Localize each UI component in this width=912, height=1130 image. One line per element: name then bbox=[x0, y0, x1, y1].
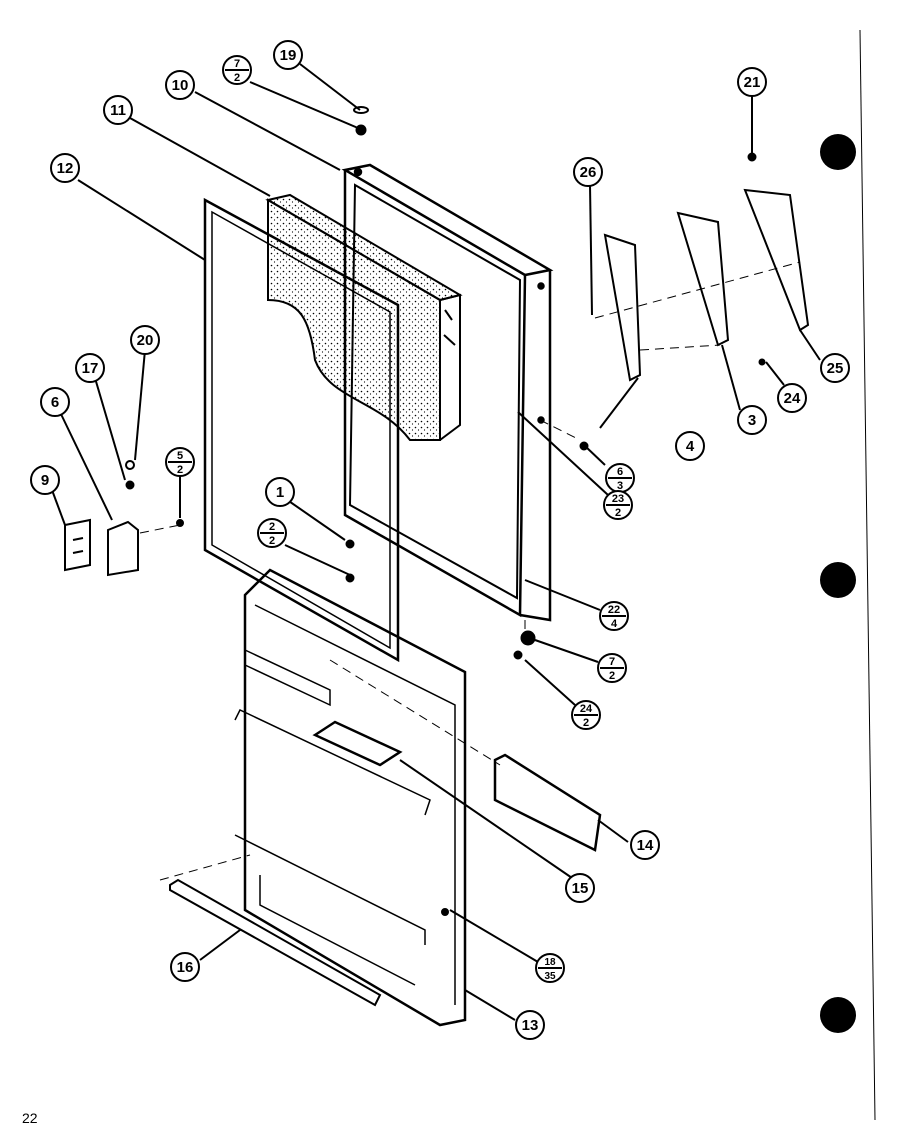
svg-text:26: 26 bbox=[580, 164, 597, 181]
svg-text:4: 4 bbox=[686, 438, 695, 455]
callout-5-2: 52 bbox=[165, 447, 195, 477]
foam-insulation-block bbox=[265, 193, 463, 441]
svg-text:17: 17 bbox=[82, 360, 99, 377]
svg-text:2: 2 bbox=[269, 535, 275, 547]
svg-text:7: 7 bbox=[609, 656, 615, 668]
svg-text:13: 13 bbox=[522, 1017, 539, 1034]
svg-text:2: 2 bbox=[609, 670, 615, 682]
door-gasket-frame bbox=[203, 197, 400, 663]
callout-26: 26 bbox=[573, 157, 603, 187]
callout-10: 10 bbox=[165, 70, 195, 100]
right-hinge-brackets bbox=[603, 188, 810, 382]
hinge-cover-and-bracket bbox=[64, 518, 139, 577]
svg-text:2: 2 bbox=[234, 72, 240, 84]
callout-group: 19 72 10 11 12 21 26 25 24 3 4 20 17 6 9… bbox=[30, 40, 850, 1040]
callout-3: 3 bbox=[737, 405, 767, 435]
svg-text:35: 35 bbox=[544, 971, 556, 982]
svg-text:6: 6 bbox=[617, 466, 623, 478]
callout-12: 12 bbox=[50, 153, 80, 183]
callout-7-2-top: 72 bbox=[222, 55, 252, 85]
registration-dot-middle bbox=[820, 562, 856, 598]
svg-text:24: 24 bbox=[580, 703, 593, 715]
callout-4: 4 bbox=[675, 431, 705, 461]
svg-text:2: 2 bbox=[269, 521, 275, 533]
callout-24: 24 bbox=[777, 383, 807, 413]
callout-1: 1 bbox=[265, 477, 295, 507]
callout-15: 15 bbox=[565, 873, 595, 903]
svg-text:12: 12 bbox=[57, 160, 74, 177]
callout-14: 14 bbox=[630, 830, 660, 860]
callout-9: 9 bbox=[30, 465, 60, 495]
svg-text:24: 24 bbox=[784, 390, 801, 407]
registration-dot-bottom bbox=[820, 997, 856, 1033]
callout-6-3: 63 bbox=[605, 463, 635, 493]
svg-text:20: 20 bbox=[137, 332, 154, 349]
bottom-trim-strip bbox=[169, 878, 382, 1007]
svg-text:14: 14 bbox=[637, 837, 654, 854]
callout-6: 6 bbox=[40, 387, 70, 417]
svg-text:6: 6 bbox=[51, 394, 59, 411]
door-shelf-bar bbox=[493, 753, 602, 852]
callout-11: 11 bbox=[103, 95, 133, 125]
callout-16: 16 bbox=[170, 952, 200, 982]
inner-door-liner bbox=[234, 568, 467, 1027]
svg-text:19: 19 bbox=[280, 47, 297, 64]
svg-text:25: 25 bbox=[827, 360, 844, 377]
svg-text:15: 15 bbox=[572, 880, 589, 897]
svg-text:5: 5 bbox=[177, 450, 183, 462]
callout-22-4: 224 bbox=[599, 601, 629, 631]
callout-19: 19 bbox=[273, 40, 303, 70]
callout-25: 25 bbox=[820, 353, 850, 383]
assembly-dashed-lines bbox=[139, 261, 801, 881]
svg-text:21: 21 bbox=[744, 74, 761, 91]
callout-23-2: 232 bbox=[603, 490, 633, 520]
svg-text:9: 9 bbox=[41, 472, 49, 489]
callout-20: 20 bbox=[130, 325, 160, 355]
svg-text:2: 2 bbox=[583, 717, 589, 729]
svg-text:2: 2 bbox=[615, 507, 621, 519]
svg-text:4: 4 bbox=[611, 618, 618, 630]
callout-21: 21 bbox=[737, 67, 767, 97]
svg-text:10: 10 bbox=[172, 77, 189, 94]
registration-dot-top bbox=[820, 134, 856, 170]
page-number: 22 bbox=[22, 1110, 38, 1126]
svg-text:7: 7 bbox=[234, 58, 240, 70]
svg-text:3: 3 bbox=[617, 480, 623, 492]
hardware-fasteners bbox=[125, 106, 766, 916]
svg-text:11: 11 bbox=[110, 102, 126, 119]
svg-text:22: 22 bbox=[608, 604, 620, 616]
callout-24-2: 242 bbox=[571, 700, 601, 730]
svg-text:18: 18 bbox=[544, 957, 556, 968]
callout-13: 13 bbox=[515, 1010, 545, 1040]
leader-lines bbox=[51, 63, 821, 1021]
svg-text:2: 2 bbox=[177, 464, 183, 476]
svg-text:16: 16 bbox=[177, 959, 194, 976]
callout-17: 17 bbox=[75, 353, 105, 383]
svg-text:1: 1 bbox=[276, 484, 284, 501]
callout-7-2-bottom: 72 bbox=[597, 653, 627, 683]
svg-text:3: 3 bbox=[748, 412, 756, 429]
page-edge-line bbox=[859, 29, 876, 1121]
svg-text:23: 23 bbox=[612, 493, 624, 505]
small-shelf bbox=[312, 720, 403, 767]
callout-2-2: 22 bbox=[257, 518, 287, 548]
